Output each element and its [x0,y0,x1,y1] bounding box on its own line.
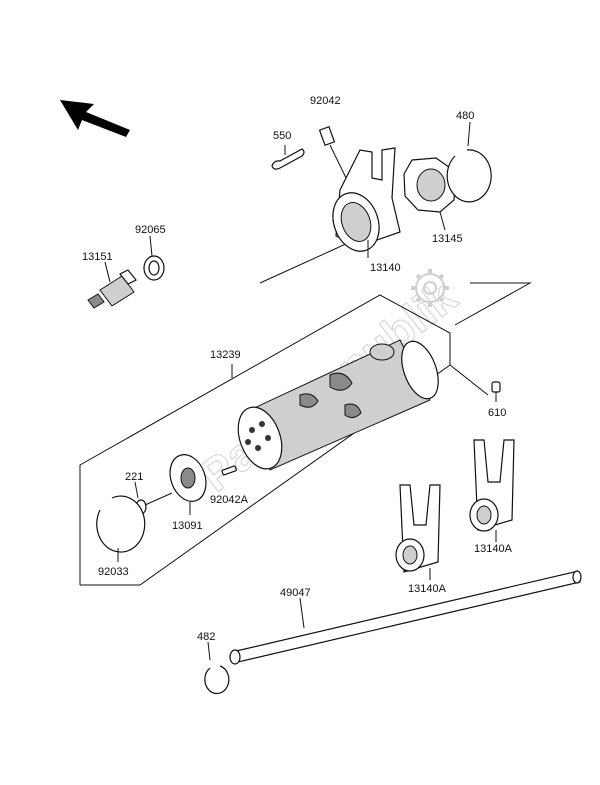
label-13239: 13239 [210,349,241,361]
label-13145: 13145 [432,233,463,245]
shift-fork-13140A-left [395,484,441,580]
washer-92065 [143,235,165,281]
label-610: 610 [488,407,506,419]
upper-assembly-outline-right [454,282,532,326]
circlip-480 [446,121,492,203]
pin-610 [491,381,501,402]
label-480: 480 [456,110,474,122]
cotter-pin-550 [271,145,305,170]
switch-13151 [87,261,137,309]
label-482: 482 [197,631,215,643]
label-13140A-right: 13140A [474,543,513,555]
label-13151: 13151 [82,251,113,263]
drum-assembly-outline [79,294,451,586]
plate-13091 [169,454,207,515]
label-13140: 13140 [370,262,401,274]
label-221: 221 [125,471,143,483]
shift-drum-13239 [231,339,439,471]
pin-92042 [318,126,349,183]
gear-icon [411,269,449,307]
shift-fork-13140 [332,147,401,258]
shift-fork-13140A-right [469,439,515,542]
label-92042: 92042 [310,95,341,107]
cam-plate-13145 [403,157,457,231]
label-13091: 13091 [172,520,203,532]
label-92033: 92033 [98,566,129,578]
front-direction-arrow-icon [60,100,130,137]
label-13140A-left: 13140A [408,583,447,595]
shaft-49047 [229,570,582,665]
label-92042A: 92042A [210,494,249,506]
label-49047: 49047 [280,587,311,599]
pin-92042A [221,465,237,476]
label-92065: 92065 [135,224,166,236]
label-550: 550 [273,130,291,142]
circlip-92033 [96,495,146,562]
e-clip-482 [204,641,230,695]
